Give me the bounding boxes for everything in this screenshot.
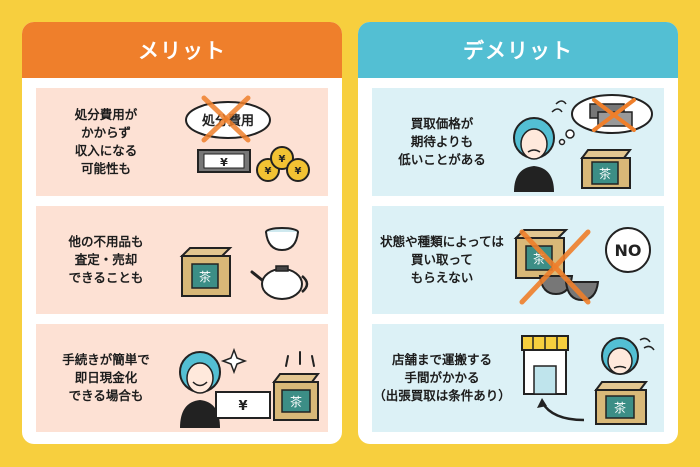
banknote-icon: ¥ bbox=[215, 391, 271, 419]
demerit-item-3-text: 店舗まで運搬する 手間がかかる （出張買取は条件あり） bbox=[373, 351, 511, 404]
svg-text:¥: ¥ bbox=[238, 399, 247, 414]
demerit-item-2-text: 状態や種類によっては 買い取って もらえない bbox=[380, 233, 504, 286]
quick-cash-illustration: ¥ 茶 bbox=[179, 347, 320, 428]
banknote-icon: ¥ bbox=[197, 149, 251, 173]
svg-text:茶: 茶 bbox=[290, 394, 302, 409]
svg-text:¥: ¥ bbox=[295, 166, 302, 177]
svg-text:茶: 茶 bbox=[599, 166, 611, 181]
sparkle-icon bbox=[220, 347, 248, 375]
thought-bubble-icon bbox=[558, 94, 653, 146]
disposal-cost-money-illustration: 処分費用 ¥ ¥ ¥ ¥ bbox=[185, 95, 310, 182]
coins-icon: ¥ ¥ ¥ bbox=[256, 146, 310, 182]
tea-items-illustration: 茶 bbox=[179, 227, 309, 300]
demerit-panel: デメリット 買取価格が 期待よりも 低いことがある bbox=[358, 22, 678, 444]
woman-smiling-icon bbox=[179, 351, 221, 428]
tea-box-icon: 茶 bbox=[272, 351, 320, 421]
svg-text:茶: 茶 bbox=[614, 400, 626, 415]
merit-item-3: 手続きが簡単で 即日現金化 できる場合も ¥ 茶 bbox=[36, 324, 328, 432]
woman-carrying-icon bbox=[601, 337, 655, 375]
tea-box-icon: 茶 bbox=[513, 229, 569, 279]
merit-item-3-text: 手続きが簡単で 即日現金化 できる場合も bbox=[62, 351, 150, 404]
no-badge: NO bbox=[605, 227, 651, 273]
tea-box-icon: 茶 bbox=[580, 149, 632, 189]
tea-cups-icon bbox=[538, 275, 600, 302]
cross-mark-icon bbox=[519, 229, 591, 305]
speech-bubble-icon: 処分費用 bbox=[185, 95, 271, 143]
no-badge-label: NO bbox=[615, 241, 642, 260]
tea-cup-icon bbox=[265, 227, 299, 252]
teapot-icon bbox=[250, 265, 309, 300]
merit-item-2: 他の不用品も 査定・売却 できることも 茶 bbox=[36, 206, 328, 314]
store-transport-illustration: 茶 bbox=[521, 335, 655, 425]
merit-title: メリット bbox=[22, 22, 342, 78]
merit-item-1: 処分費用が かからず 収入になる 可能性も 処分費用 ¥ ¥ ¥ ¥ bbox=[36, 88, 328, 196]
tea-box-icon: 茶 bbox=[594, 381, 648, 425]
arrow-icon bbox=[537, 398, 585, 422]
demerit-item-3: 店舗まで運搬する 手間がかかる （出張買取は条件あり） bbox=[372, 324, 664, 432]
demerit-item-1-text: 買取価格が 期待よりも 低いことがある bbox=[398, 115, 486, 168]
rejected-items-illustration: 茶 NO bbox=[513, 227, 651, 305]
merit-item-2-text: 他の不用品も 査定・売却 できることも bbox=[68, 233, 144, 286]
woman-worried-icon bbox=[513, 100, 567, 192]
svg-text:¥: ¥ bbox=[265, 166, 272, 177]
demerit-title: デメリット bbox=[358, 22, 678, 78]
svg-text:¥: ¥ bbox=[220, 156, 228, 169]
demerit-item-1: 買取価格が 期待よりも 低いことがある bbox=[372, 88, 664, 196]
merit-panel: メリット 処分費用が かからず 収入になる 可能性も 処分費用 ¥ ¥ ¥ ¥ bbox=[22, 22, 342, 444]
svg-text:¥: ¥ bbox=[279, 154, 286, 165]
low-price-illustration: 茶 bbox=[513, 94, 653, 192]
store-icon bbox=[521, 335, 569, 395]
tea-box-icon: 茶 bbox=[179, 247, 233, 297]
svg-text:茶: 茶 bbox=[199, 269, 211, 284]
demerit-item-2: 状態や種類によっては 買い取って もらえない 茶 NO bbox=[372, 206, 664, 314]
merit-item-1-text: 処分費用が かからず 収入になる 可能性も bbox=[74, 106, 138, 177]
